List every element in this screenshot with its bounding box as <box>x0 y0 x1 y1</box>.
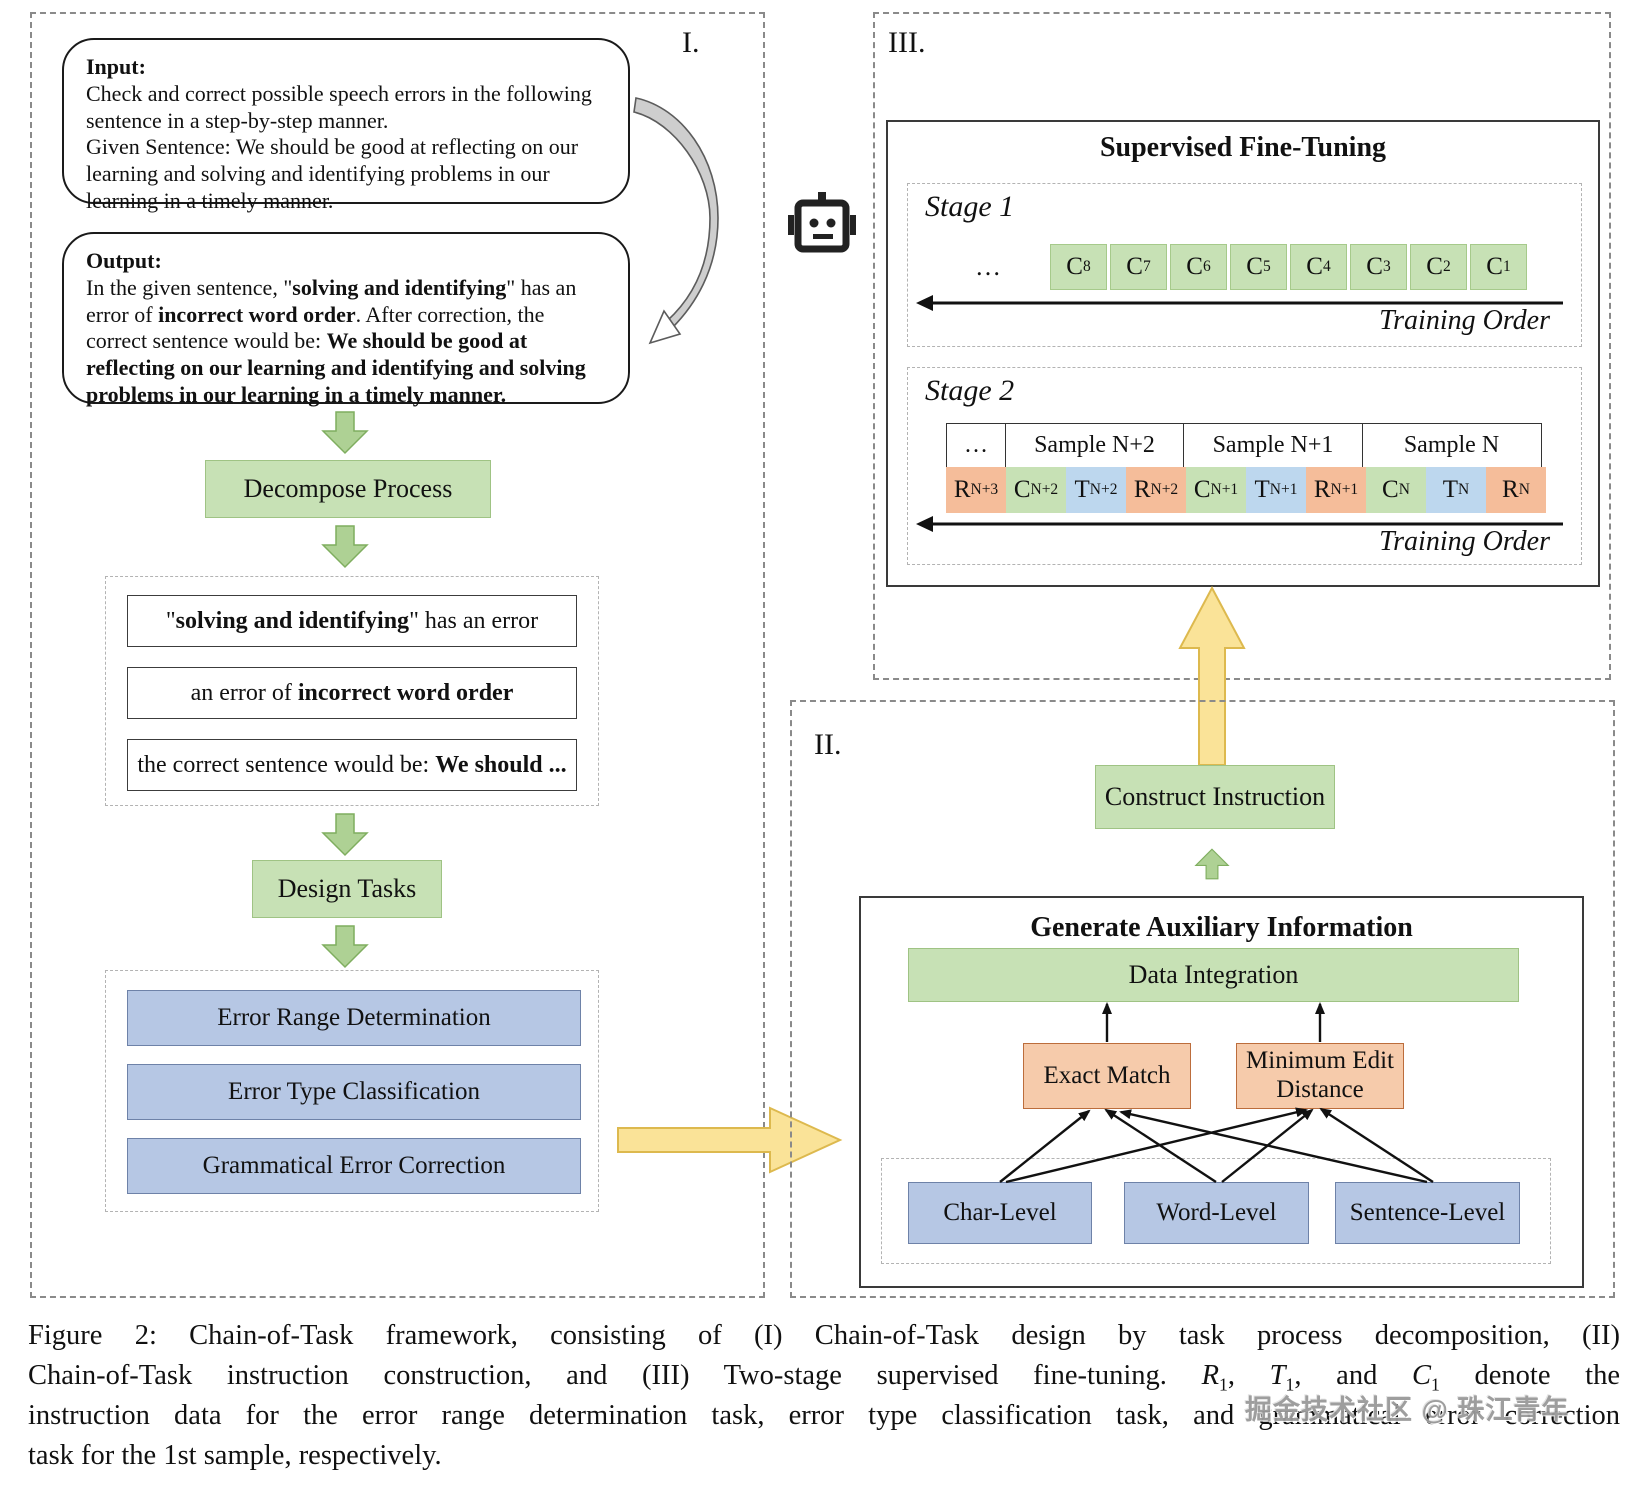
stage2-training-order: Training Order <box>1379 526 1550 557</box>
tasks-group-border <box>105 970 599 1212</box>
caption-line-3: instruction data for the error range det… <box>28 1400 1620 1431</box>
decomposed-text-1: "solving and identifying" has an error <box>165 607 539 634</box>
decomposed-text-3: the correct sentence would be: We should… <box>137 751 567 778</box>
output-bubble: Output: In the given sentence, "solving … <box>62 232 630 407</box>
min-edit-distance-label: Minimum Edit Distance <box>1246 1047 1394 1103</box>
task-label: Error Range Determination <box>217 1004 491 1031</box>
gai-title: Generate Auxiliary Information <box>1030 912 1413 943</box>
down-arrow-icon <box>321 813 369 857</box>
caption-line-4: task for the 1st sample, respectively. <box>28 1440 442 1471</box>
exact-match-box: Exact Match <box>1023 1043 1191 1109</box>
sentence-level-box: Sentence-Level <box>1335 1182 1520 1244</box>
stage1-training-order: Training Order <box>1379 305 1550 336</box>
stage2-header-cell: Sample N+2 <box>1004 423 1185 468</box>
watermark: 掘金技术社区 @ 珠江青年 <box>1245 1395 1570 1425</box>
input-label: Input: <box>86 54 146 79</box>
yellow-right-arrow-icon <box>617 1106 843 1174</box>
input-line1: Check and correct possible speech errors… <box>86 80 592 133</box>
panel-i-label: I. <box>682 26 700 59</box>
decompose-process-label: Decompose Process <box>243 474 453 503</box>
data-integration-box: Data Integration <box>908 948 1519 1002</box>
caption-line-2: Chain-of-Task instruction construction, … <box>28 1360 1620 1395</box>
char-level-label: Char-Level <box>943 1199 1057 1226</box>
stage2-header-cell: Sample N <box>1361 423 1542 468</box>
input-bubble: Input: Check and correct possible speech… <box>62 38 630 213</box>
data-integration-label: Data Integration <box>1128 960 1299 989</box>
panel-iii-label: III. <box>888 26 926 59</box>
task-label: Grammatical Error Correction <box>202 1152 506 1179</box>
sft-title: Supervised Fine-Tuning <box>1099 132 1387 163</box>
decomposed-box-2: an error of incorrect word order <box>127 667 577 719</box>
stage1-training-arrow <box>916 295 1563 311</box>
min-edit-distance-box: Minimum Edit Distance <box>1236 1043 1404 1109</box>
decomposed-box-3: the correct sentence would be: We should… <box>127 739 577 791</box>
task-box-error-range: Error Range Determination <box>127 990 581 1046</box>
decomposed-text-2: an error of incorrect word order <box>190 679 514 706</box>
output-text: In the given sentence, "solving and iden… <box>86 274 586 408</box>
up-arrow-icon <box>1194 848 1230 880</box>
stage1-ellipsis: … <box>975 252 1001 281</box>
construct-instruction-label: Construct Instruction <box>1104 782 1326 811</box>
down-arrow-icon <box>321 525 369 569</box>
down-arrow-icon <box>321 925 369 969</box>
figure-caption: Figure 2: Chain-of-Task framework, consi… <box>28 1316 1620 1476</box>
task-box-gec: Grammatical Error Correction <box>127 1138 581 1194</box>
stage1-label: Stage 1 <box>925 190 1015 223</box>
stage2-header-row: … Sample N+2 Sample N+1 Sample N <box>946 423 1542 468</box>
stage1-border <box>907 183 1582 347</box>
stage2-header-cell: … <box>946 423 1006 468</box>
word-level-label: Word-Level <box>1156 1199 1277 1226</box>
curved-arrow-icon <box>633 97 719 345</box>
panel-ii-border <box>790 700 1615 1298</box>
output-label: Output: <box>86 248 162 273</box>
char-level-box: Char-Level <box>908 1182 1092 1244</box>
stage2-header-cell: Sample N+1 <box>1183 423 1363 468</box>
task-box-error-type: Error Type Classification <box>127 1064 581 1120</box>
decomposed-group-border <box>105 576 599 806</box>
decomposed-box-1: "solving and identifying" has an error <box>127 595 577 647</box>
input-line2: Given Sentence: We should be good at ref… <box>86 134 579 214</box>
exact-match-label: Exact Match <box>1043 1062 1171 1089</box>
panel-i-border <box>30 12 765 1298</box>
panel-ii-label: II. <box>814 728 842 761</box>
sentence-level-label: Sentence-Level <box>1349 1199 1506 1226</box>
caption-line-1: Figure 2: Chain-of-Task framework, consi… <box>28 1320 1620 1351</box>
word-level-box: Word-Level <box>1124 1182 1309 1244</box>
panel-iii-border <box>873 12 1611 680</box>
construct-instruction-box: Construct Instruction <box>1095 765 1335 829</box>
design-tasks-box: Design Tasks <box>252 860 442 918</box>
decompose-process-box: Decompose Process <box>205 460 491 518</box>
stage2-label: Stage 2 <box>925 374 1015 407</box>
robot-icon <box>788 192 856 253</box>
design-tasks-label: Design Tasks <box>277 874 417 903</box>
down-arrow-icon <box>321 411 369 455</box>
stage2-training-arrow <box>916 516 1563 532</box>
task-label: Error Type Classification <box>228 1078 480 1105</box>
stage2-border <box>907 367 1582 565</box>
